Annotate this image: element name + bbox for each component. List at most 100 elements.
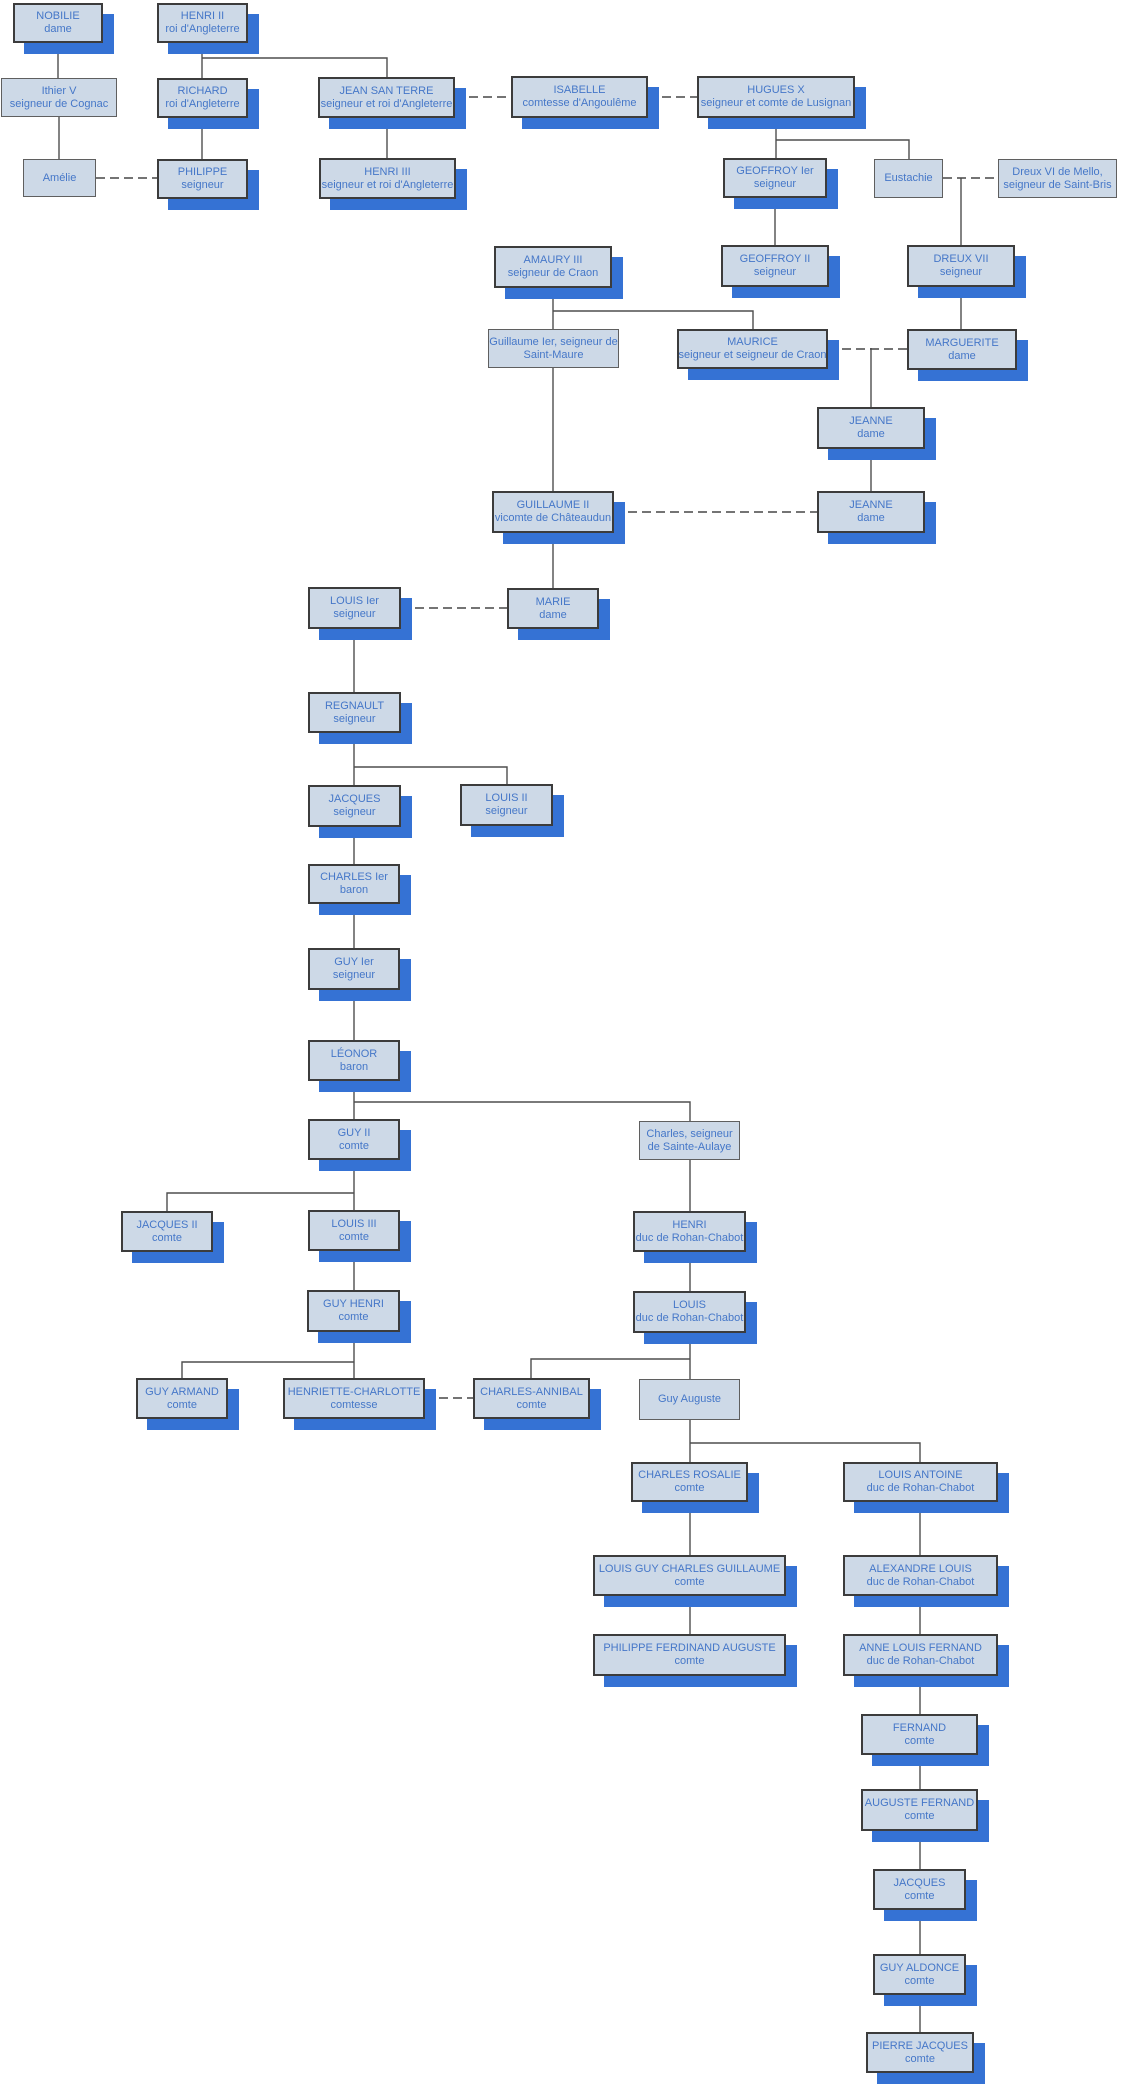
person-name: LÉONOR	[330, 1047, 378, 1060]
descent-connector-line	[553, 310, 754, 329]
person-name: Eustachie	[884, 172, 933, 184]
person-name: JEAN SAN TERRE	[339, 84, 434, 97]
person-name: ISABELLE	[553, 84, 606, 96]
person-node-amelie[interactable]: Amélie	[23, 159, 96, 197]
person-node-guy-auguste[interactable]: Guy Auguste	[639, 1379, 740, 1420]
person-name: LOUIS ANTOINE	[878, 1469, 963, 1481]
person-name: HENRI III	[364, 165, 411, 178]
person-name: JACQUES	[328, 793, 381, 805]
person-title: seigneur et comte de Lusignan	[700, 97, 852, 109]
person-title: seigneur de Craon	[507, 267, 599, 279]
person-title: dame	[948, 349, 976, 362]
person-name: PHILIPPE	[177, 166, 228, 178]
person-name: Charles, seigneur	[646, 1127, 733, 1140]
person-title: seigneur	[332, 969, 376, 981]
person-name: HENRI	[672, 1218, 707, 1231]
person-name: GUY ARMAND	[145, 1385, 219, 1398]
person-name: GEOFFROY II	[739, 253, 811, 265]
person-name: DREUX VII	[933, 253, 989, 265]
person-name: CHARLES-ANNIBAL	[480, 1385, 583, 1398]
person-title: dame	[539, 608, 567, 621]
person-name: Amélie	[42, 171, 77, 184]
person-title: seigneur et roi d'Angleterre	[321, 178, 454, 191]
person-name: JACQUES II	[136, 1218, 198, 1231]
person-name: HENRIETTE-CHARLOTTE	[287, 1385, 421, 1398]
person-name: MARGUERITE	[925, 336, 999, 349]
person-name: HENRI II	[180, 10, 225, 22]
person-title: duc de Rohan-Chabot	[866, 1655, 975, 1667]
person-title: seigneur	[181, 179, 224, 191]
descent-connector-line	[690, 1442, 921, 1462]
person-title: comte	[674, 1575, 705, 1588]
person-node-dreux-vi[interactable]: Dreux VI de Mello,seigneur de Saint-Bris	[998, 159, 1117, 198]
person-title: seigneur de Cognac	[9, 97, 109, 110]
person-name: REGNAULT	[324, 699, 385, 712]
person-title: comte	[904, 1734, 935, 1747]
person-title: seigneur	[753, 178, 797, 190]
descent-connector-line	[776, 139, 910, 159]
person-title: comte	[152, 1231, 182, 1244]
person-title: seigneur	[333, 806, 376, 818]
person-title: seigneur	[939, 266, 983, 278]
person-name: GUY II	[337, 1126, 371, 1139]
person-title: baron	[339, 1060, 369, 1073]
person-node-eustachie[interactable]: Eustachie	[874, 159, 943, 198]
person-name: Guillaume Ier, seigneur de	[489, 335, 618, 348]
person-title: comte	[904, 1889, 935, 1902]
person-title: duc de Rohan-Chabot	[866, 1575, 975, 1588]
person-title: seigneur de Saint-Bris	[1003, 178, 1112, 191]
person-name: GUY HENRI	[323, 1298, 384, 1310]
person-title: de Sainte-Aulaye	[647, 1140, 732, 1153]
